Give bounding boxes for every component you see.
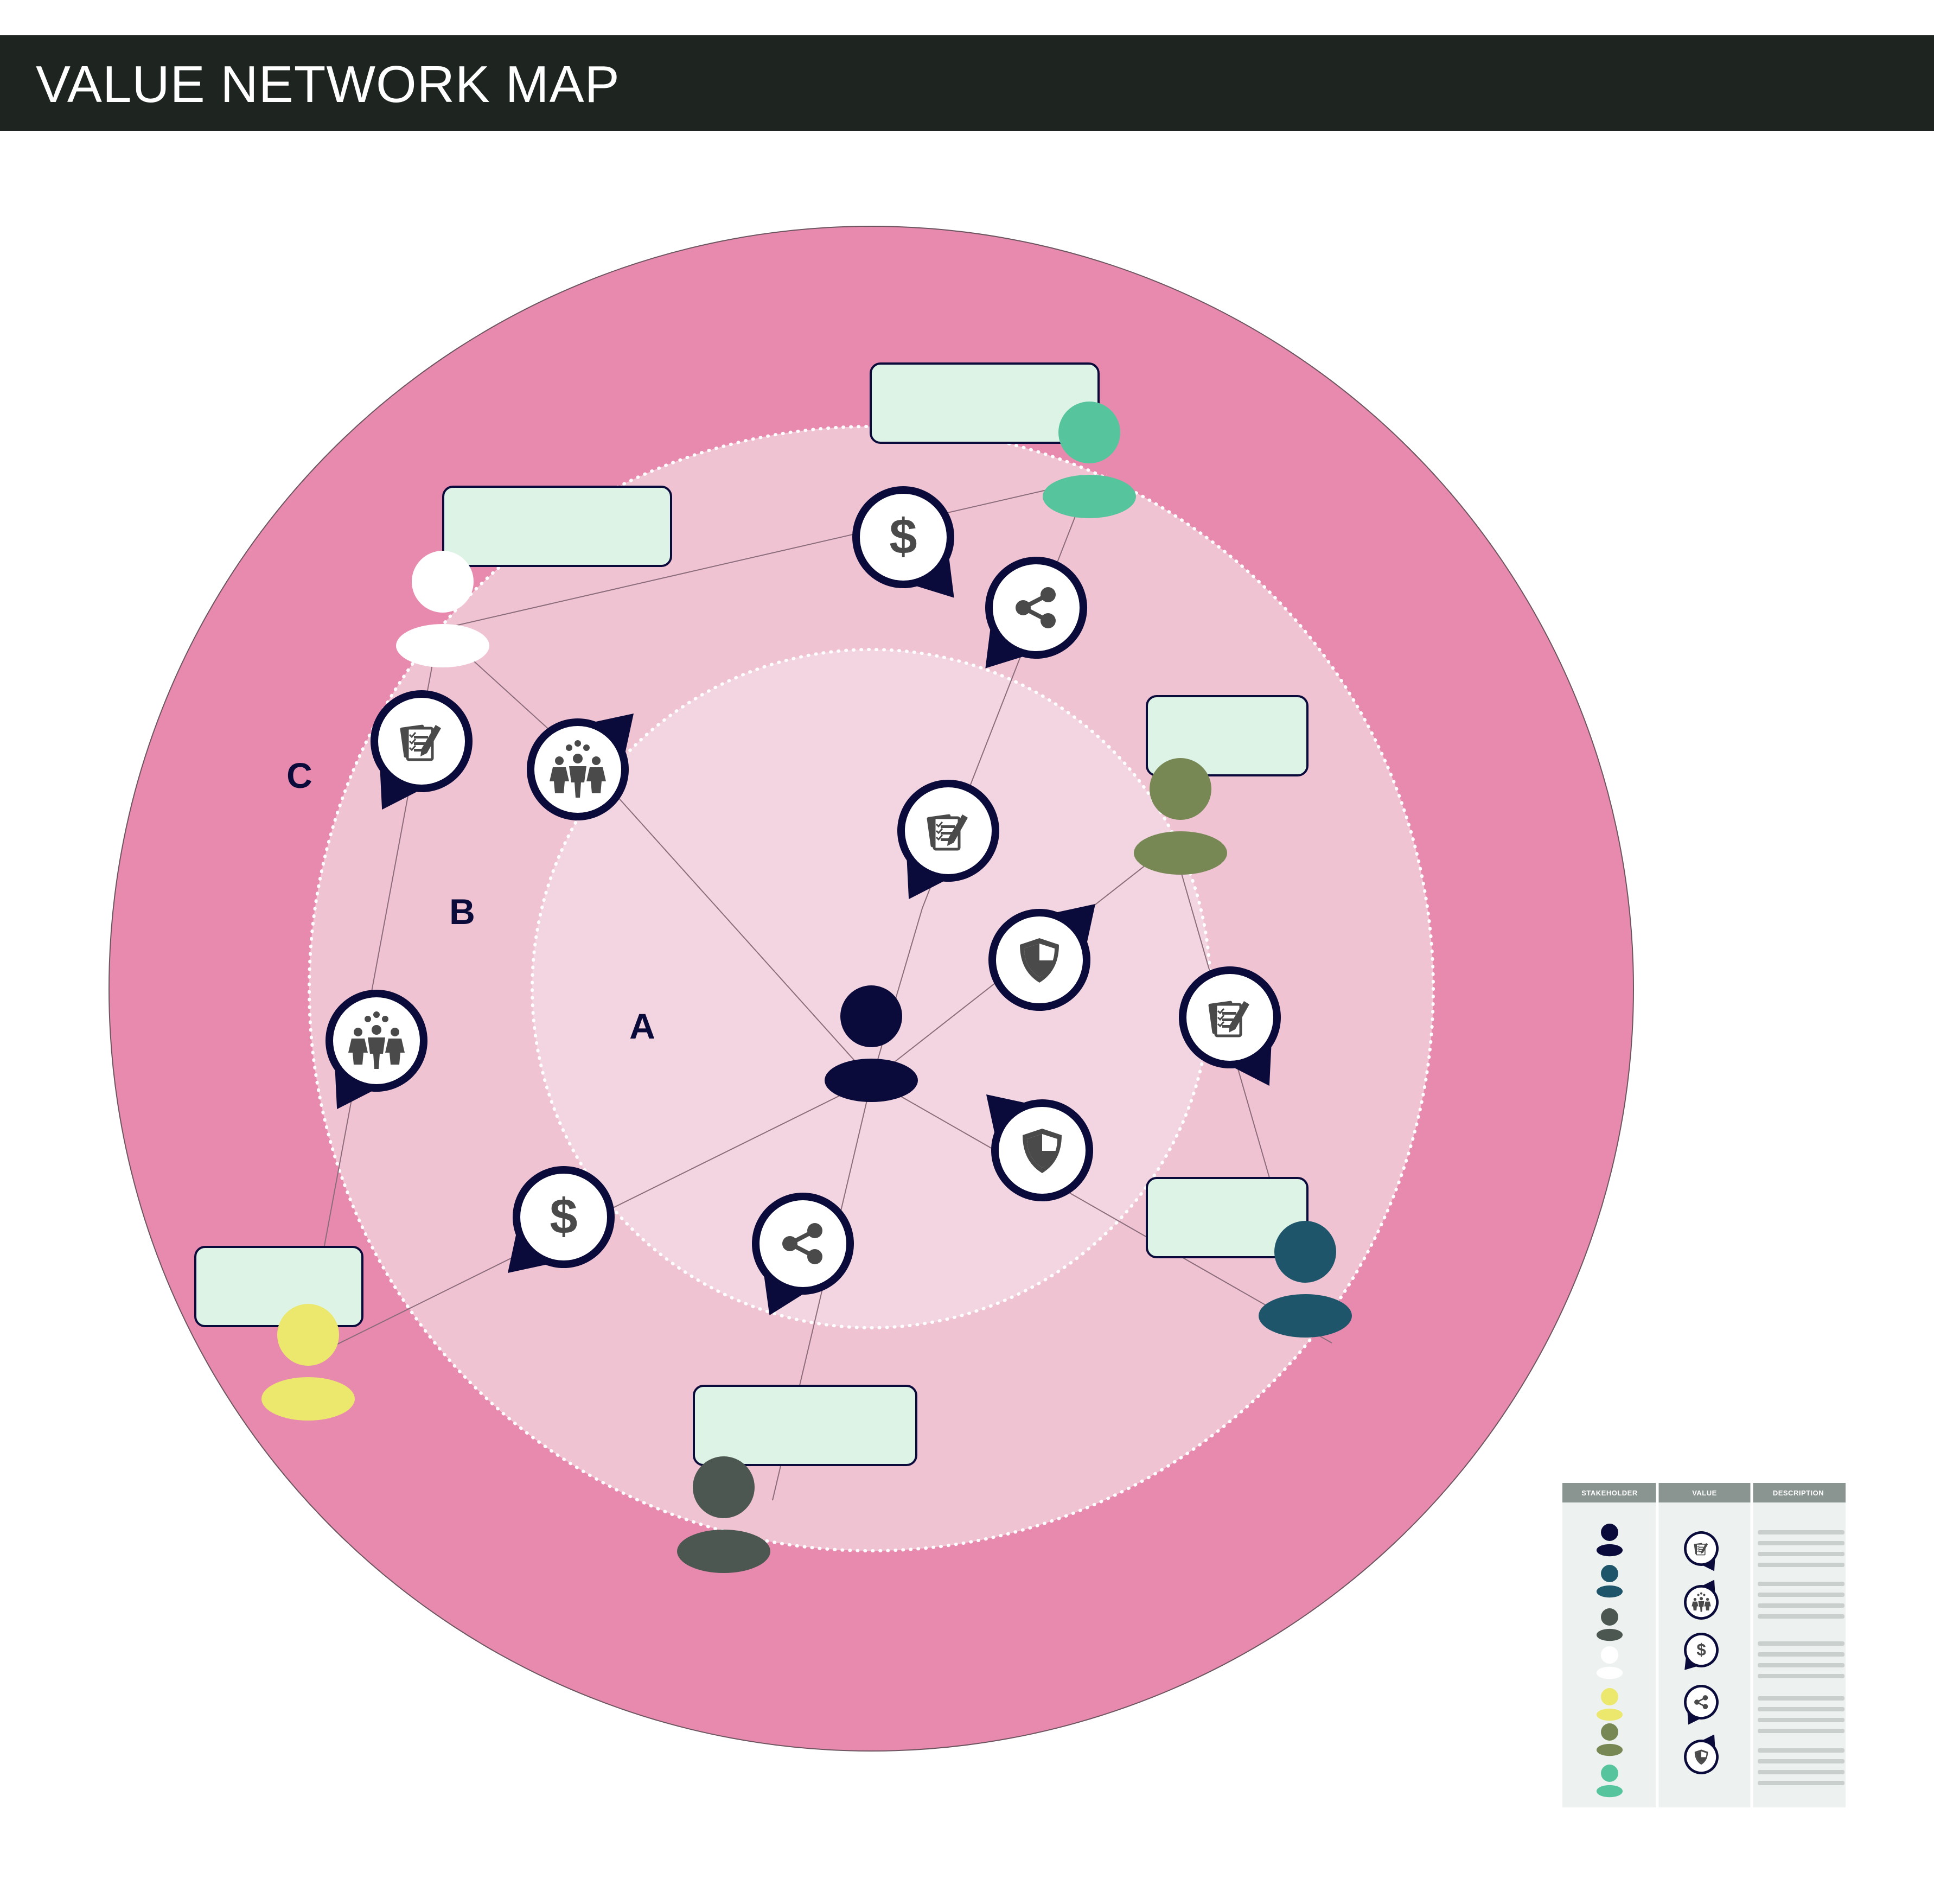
legend-description-line xyxy=(1758,1759,1844,1763)
legend-description-line xyxy=(1758,1614,1844,1619)
legend-header-row xyxy=(1562,1483,1846,1502)
legend-description-line xyxy=(1758,1781,1844,1785)
legend-header-description: DESCRIPTION xyxy=(1773,1489,1824,1497)
legend-description-line xyxy=(1758,1563,1844,1567)
legend-value-share-icon xyxy=(1684,1685,1719,1725)
legend-value-people-icon xyxy=(1684,1580,1719,1620)
label-box-right[interactable] xyxy=(1146,695,1309,776)
legend-description-line xyxy=(1758,1593,1844,1597)
legend-header-stakeholder: STAKEHOLDER xyxy=(1581,1489,1638,1497)
label-box-lower-right[interactable] xyxy=(1146,1177,1309,1258)
legend-description-line xyxy=(1758,1770,1844,1774)
legend-description-line xyxy=(1758,1541,1844,1545)
legend-description-line xyxy=(1758,1696,1844,1701)
legend-header-value: VALUE xyxy=(1692,1489,1717,1497)
dollar-icon xyxy=(550,1189,578,1244)
legend-description-line xyxy=(1758,1552,1844,1556)
dollar-icon xyxy=(889,509,917,564)
legend-value-shield-icon xyxy=(1684,1734,1719,1774)
value-pin-people[interactable] xyxy=(325,990,427,1110)
zone-label-b: B xyxy=(449,891,475,932)
label-box-lower-left[interactable] xyxy=(194,1246,363,1327)
middle-ring-border xyxy=(308,425,1435,1552)
value-pin-document[interactable] xyxy=(371,690,473,810)
legend-description-line xyxy=(1758,1707,1844,1711)
label-box-bottom[interactable] xyxy=(693,1385,917,1466)
value-pin-dollar[interactable] xyxy=(852,486,954,598)
zone-label-c: C xyxy=(286,755,312,795)
value-pin-people[interactable] xyxy=(527,713,634,820)
legend-value-dollar-icon xyxy=(1684,1633,1719,1670)
page-title: VALUE NETWORK MAP xyxy=(36,55,620,113)
title-bar: VALUE NETWORK MAP xyxy=(0,35,1934,131)
legend-table: STAKEHOLDER VALUE DESCRIPTION xyxy=(1562,1483,1846,1807)
value-pin-document[interactable] xyxy=(1179,966,1281,1086)
zone-label-a: A xyxy=(629,1006,655,1046)
legend-description-line xyxy=(1758,1663,1844,1667)
value-pin-share[interactable] xyxy=(752,1193,854,1316)
legend-description-line xyxy=(1758,1641,1844,1646)
legend-description-line xyxy=(1758,1748,1844,1753)
legend-description-line xyxy=(1758,1582,1844,1586)
legend-value-document-icon xyxy=(1684,1531,1719,1571)
stakeholder-label-boxes xyxy=(194,362,1309,1466)
value-pins xyxy=(325,486,1281,1316)
legend-description-line xyxy=(1758,1729,1844,1733)
label-box-top-left[interactable] xyxy=(442,486,672,567)
legend-description-line xyxy=(1758,1530,1844,1534)
value-pin-shield[interactable] xyxy=(986,1094,1093,1201)
legend-description-line xyxy=(1758,1674,1844,1678)
value-pin-shield[interactable] xyxy=(988,903,1096,1011)
legend-description-line xyxy=(1758,1603,1844,1608)
legend-description-line xyxy=(1758,1652,1844,1657)
value-pin-share[interactable] xyxy=(985,557,1087,668)
value-pin-dollar[interactable] xyxy=(507,1166,615,1273)
legend-description-line xyxy=(1758,1718,1844,1722)
value-pin-document[interactable] xyxy=(897,780,999,900)
